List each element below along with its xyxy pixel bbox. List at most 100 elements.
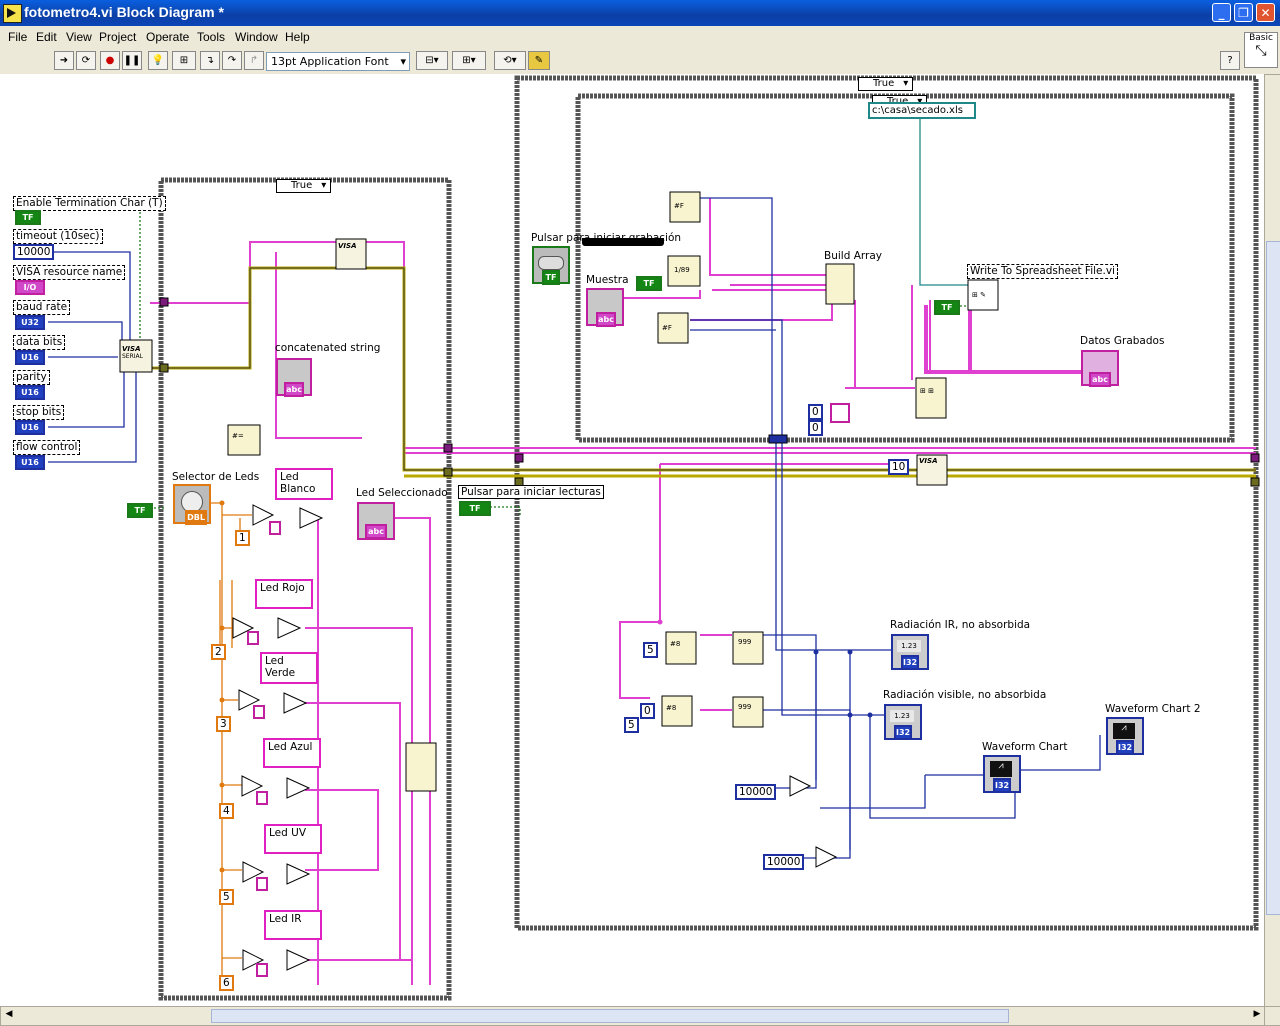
chevron-down-icon: ▾ <box>321 180 327 191</box>
led-rojo-constant[interactable]: Led Rojo <box>255 579 313 609</box>
timeout-label: timeout (10sec) <box>13 229 103 244</box>
tf-constant-write[interactable]: TF <box>934 300 960 315</box>
right-case-selector[interactable]: True▾ <box>858 77 914 91</box>
divisor-constant-b[interactable]: 10000 <box>763 854 805 870</box>
visa-resource-label: VISA resource name <box>13 265 126 280</box>
horizontal-scrollbar[interactable]: ◀ ▶ <box>0 1006 1266 1026</box>
waveform-chart-label: Waveform Chart <box>982 741 1068 753</box>
run-continuous-icon[interactable]: ⟳ <box>76 51 96 70</box>
reorder-icon[interactable]: ⟲▾ <box>494 51 526 70</box>
enum-constant-5[interactable]: 5 <box>219 889 234 905</box>
datos-grabados-indicator[interactable]: abc <box>1081 350 1119 387</box>
menu-operate[interactable]: Operate <box>146 30 190 44</box>
muestra-control[interactable]: abc <box>586 288 624 327</box>
abort-icon[interactable]: ● <box>100 51 120 70</box>
close-button[interactable]: ✕ <box>1256 3 1275 22</box>
led-seleccionado-indicator[interactable]: abc <box>357 502 395 540</box>
led-azul-constant[interactable]: Led Azul <box>263 738 321 768</box>
svg-text:999: 999 <box>738 703 751 711</box>
run-arrow-icon[interactable]: ➜ <box>54 51 74 70</box>
led-ir-constant[interactable]: Led IR <box>264 910 322 940</box>
timeout-value[interactable]: 10000 <box>13 244 55 260</box>
chart-icon: ⩘ <box>1113 723 1135 739</box>
offset-constant-5b[interactable]: 5 <box>624 717 639 733</box>
menu-tools[interactable]: Tools <box>197 30 226 44</box>
read-count-constant[interactable]: 10 <box>888 459 910 475</box>
tf-constant-muestra[interactable]: TF <box>636 276 662 291</box>
chevron-down-icon: ▾ <box>400 55 406 68</box>
offset-constant-0[interactable]: 0 <box>640 703 655 719</box>
array-zero-1[interactable]: 0 <box>808 404 823 420</box>
menu-edit[interactable]: Edit <box>36 30 57 44</box>
horizontal-scroll-thumb[interactable] <box>211 1009 1009 1023</box>
svg-text:⊞ ⊞: ⊞ ⊞ <box>920 387 934 395</box>
parity-terminal[interactable]: U16 <box>15 385 45 400</box>
waveform-chart-2-indicator[interactable]: ⩘I32 <box>1106 717 1144 755</box>
step-into-icon[interactable]: ↴ <box>200 51 220 70</box>
menu-help[interactable]: Help <box>285 30 310 44</box>
svg-text:999: 999 <box>738 638 751 646</box>
enable-termination-label: Enable Termination Char (T) <box>13 196 166 211</box>
align-objects-icon[interactable]: ⊟▾ <box>416 51 448 70</box>
enable-termination-terminal[interactable]: TF <box>15 210 41 225</box>
clean-up-icon[interactable]: ✎ <box>528 51 550 70</box>
menu-project[interactable]: Project <box>99 30 137 44</box>
enum-constant-6[interactable]: 6 <box>219 975 234 991</box>
data-bits-terminal[interactable]: U16 <box>15 350 45 365</box>
led-uv-constant[interactable]: Led UV <box>264 824 322 854</box>
divisor-constant-a[interactable]: 10000 <box>735 784 777 800</box>
concatenated-string-indicator[interactable]: abc <box>276 358 312 397</box>
muestra-label: Muestra <box>586 274 629 286</box>
step-out-icon[interactable]: ↱ <box>244 51 264 70</box>
selector-de-leds-knob[interactable]: DBL <box>173 484 211 525</box>
pulsar-lecturas-terminal[interactable]: TF <box>459 501 491 516</box>
labview-icon[interactable] <box>3 4 22 23</box>
waveform-chart-2-label: Waveform Chart 2 <box>1105 703 1201 715</box>
scroll-right-icon[interactable]: ▶ <box>1253 1009 1261 1019</box>
minimize-button[interactable]: _ <box>1212 3 1231 22</box>
maximize-button[interactable]: ❐ <box>1234 3 1253 22</box>
menu-view[interactable]: View <box>66 30 92 44</box>
offset-constant-5a[interactable]: 5 <box>643 642 658 658</box>
enum-constant-4[interactable]: 4 <box>219 803 234 819</box>
scroll-left-icon[interactable]: ◀ <box>5 1009 13 1019</box>
window-title: fotometro4.vi Block Diagram * <box>24 4 224 20</box>
radiacion-ir-label: Radiación IR, no absorbida <box>890 619 1031 631</box>
pause-icon[interactable]: ❚❚ <box>122 51 142 70</box>
file-path-constant[interactable]: c:\casa\secado.xls <box>868 102 976 119</box>
enum-constant-2[interactable]: 2 <box>211 644 226 660</box>
waveform-chart-indicator[interactable]: ⩘I32 <box>983 755 1021 793</box>
led-blanco-constant[interactable]: Led Blanco <box>275 468 333 500</box>
enum-constant-1[interactable]: 1 <box>235 530 250 546</box>
visa-serial-node[interactable]: VISA <box>122 345 141 353</box>
help-icon[interactable]: ? <box>1220 51 1240 70</box>
visa-read-node[interactable]: VISA <box>919 457 938 465</box>
vertical-scroll-thumb[interactable] <box>1266 241 1280 915</box>
highlight-execution-icon[interactable]: 💡 <box>148 51 168 70</box>
distribute-objects-icon[interactable]: ⊞▾ <box>452 51 486 70</box>
retain-wire-values-icon[interactable]: ⊞ <box>172 51 196 70</box>
led-boolean-constant[interactable]: TF <box>127 503 153 518</box>
baud-rate-terminal[interactable]: U32 <box>15 315 45 330</box>
flow-control-terminal[interactable]: U16 <box>15 455 45 470</box>
led-verde-constant[interactable]: Led Verde <box>260 652 318 684</box>
left-case-selector[interactable]: True▾ <box>276 179 332 193</box>
pulsar-grabacion-button[interactable]: TF <box>532 246 570 285</box>
array-zero-2[interactable]: 0 <box>808 420 823 436</box>
stop-bits-label: stop bits <box>13 405 65 420</box>
visa-write-node[interactable]: VISA <box>338 242 357 250</box>
pulsar-grabacion-underline <box>582 238 664 246</box>
vertical-scrollbar[interactable] <box>1264 74 1280 1008</box>
menu-file[interactable]: File <box>8 30 28 44</box>
enum-constant-3[interactable]: 3 <box>216 716 231 732</box>
palette-basic-button[interactable]: Basic⤡ <box>1244 32 1278 68</box>
visa-resource-terminal[interactable]: I/O <box>15 280 45 295</box>
step-over-icon[interactable]: ↷ <box>222 51 242 70</box>
title-bar: fotometro4.vi Block Diagram * _ ❐ ✕ <box>0 0 1280 26</box>
stop-bits-terminal[interactable]: U16 <box>15 420 45 435</box>
menu-window[interactable]: Window <box>235 30 278 44</box>
font-selector[interactable]: 13pt Application Font▾ <box>266 52 410 71</box>
